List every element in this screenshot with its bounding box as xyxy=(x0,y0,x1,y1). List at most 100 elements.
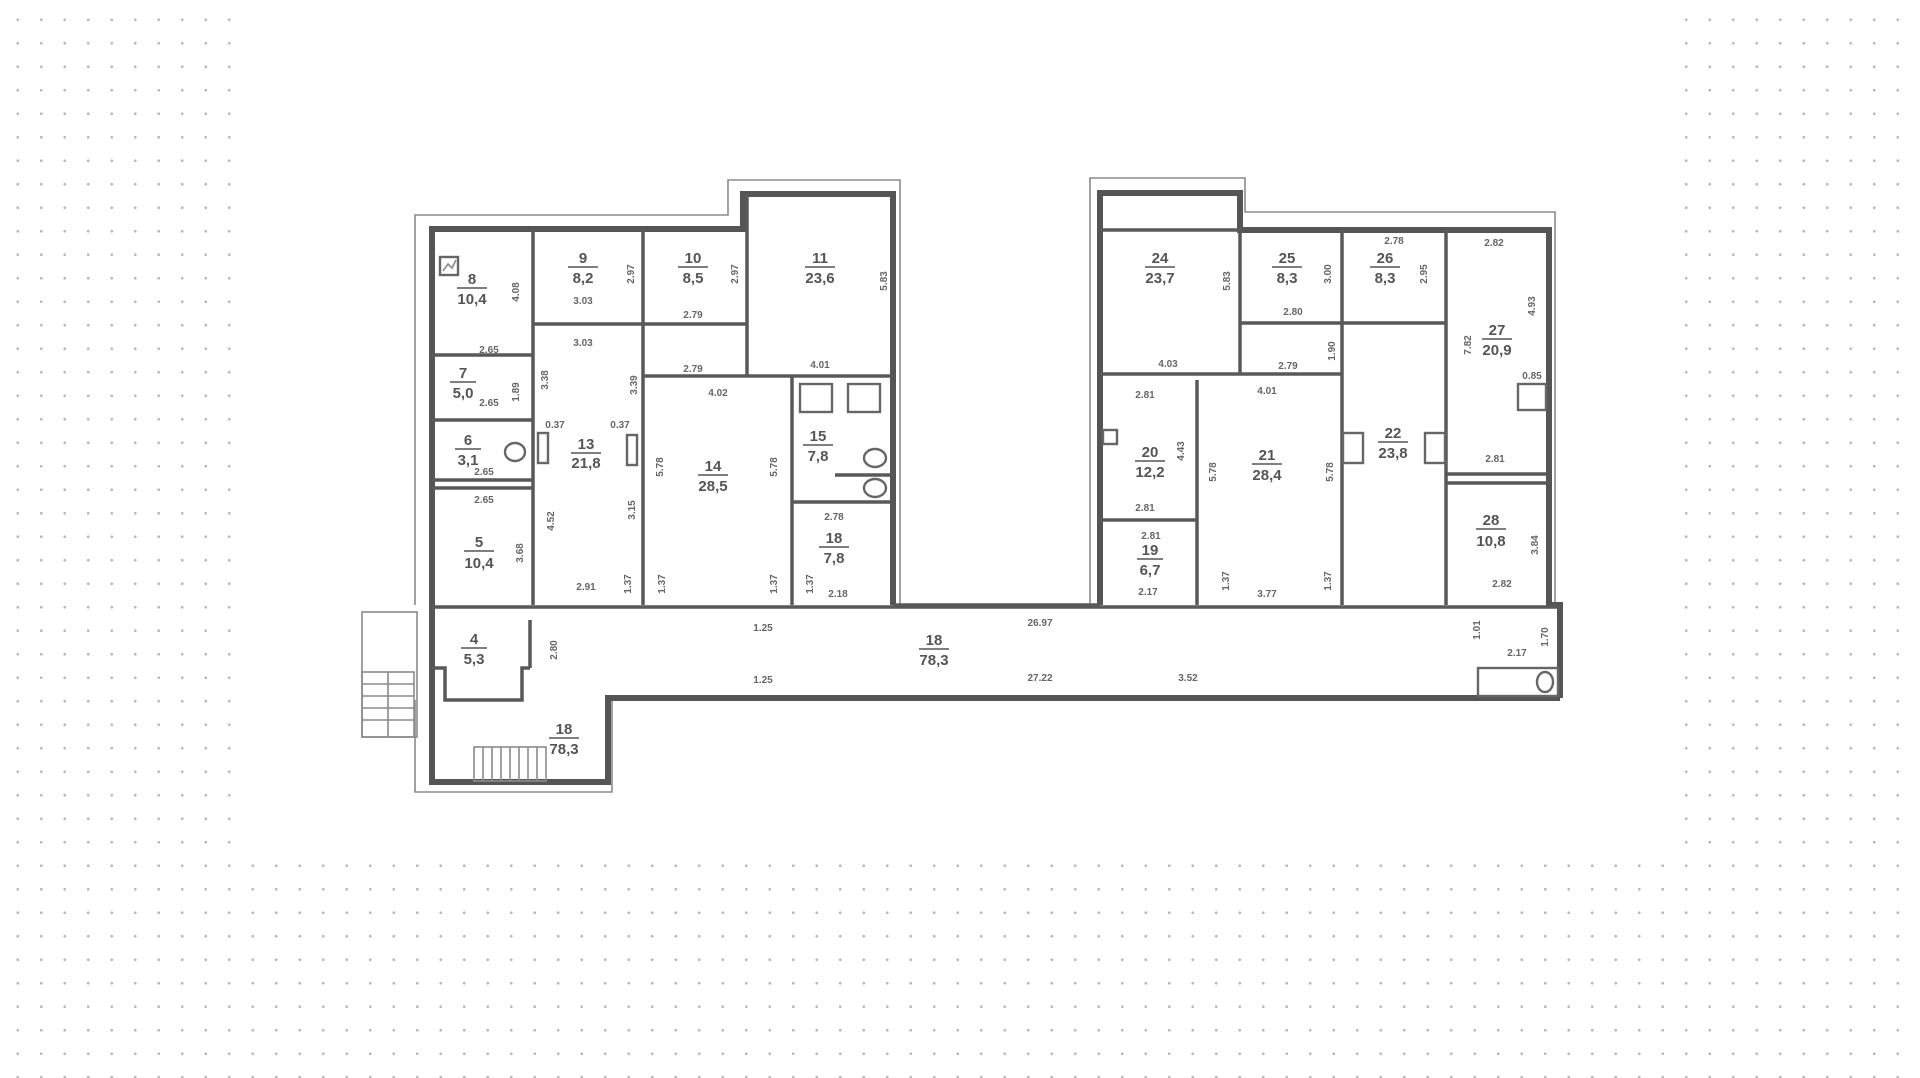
svg-text:20: 20 xyxy=(1142,444,1159,461)
svg-text:21,8: 21,8 xyxy=(571,455,600,472)
svg-text:28: 28 xyxy=(1483,512,1500,529)
dimension-label: 2.79 xyxy=(1278,361,1298,372)
shower-cabin xyxy=(798,382,834,414)
svg-text:4: 4 xyxy=(470,631,479,648)
room-22-label: 22 23,8 xyxy=(1378,425,1408,462)
interior-walls-right xyxy=(1100,228,1560,698)
dimension-label: 4.93 xyxy=(1527,296,1538,316)
dimension-label: 2.79 xyxy=(683,310,703,321)
dimension-labels-vertical: 4.08 2.97 2.97 5.83 3.38 1.89 3.39 5.78 … xyxy=(511,264,1551,660)
dimension-label: 3.52 xyxy=(1178,673,1198,684)
column xyxy=(1341,431,1365,465)
dimension-label: 2.81 xyxy=(1135,503,1155,514)
svg-text:5,3: 5,3 xyxy=(464,651,485,668)
dimension-label: 4.03 xyxy=(1158,359,1178,370)
dimension-label: 2.65 xyxy=(474,495,494,506)
svg-text:28,5: 28,5 xyxy=(698,478,727,495)
toilet-icon xyxy=(862,447,888,469)
room-19-label: 196,7 xyxy=(1137,542,1163,579)
dimension-label: 0.37 xyxy=(610,420,630,431)
svg-text:12,2: 12,2 xyxy=(1135,464,1164,481)
dimension-label: 5.83 xyxy=(1222,271,1233,291)
dimension-label: 1.89 xyxy=(511,382,522,402)
svg-text:24: 24 xyxy=(1152,250,1169,267)
dimension-label: 2.81 xyxy=(1485,454,1505,465)
plan-background xyxy=(232,0,1684,858)
dimension-label: 1.37 xyxy=(623,574,634,594)
dimension-label: 2.78 xyxy=(824,512,844,523)
dimension-labels-horizontal: 3.03 3.03 2.79 2.79 4.01 4.02 2.65 2.65 … xyxy=(474,236,1542,686)
svg-text:11: 11 xyxy=(812,250,828,267)
room-15-label: 157,8 xyxy=(803,428,833,465)
svg-text:8,2: 8,2 xyxy=(573,270,594,287)
dimension-label: 4.01 xyxy=(810,360,830,371)
svg-text:27: 27 xyxy=(1489,322,1506,339)
dimension-label: 2.65 xyxy=(479,398,499,409)
svg-text:8,3: 8,3 xyxy=(1375,270,1396,287)
room-27-label: 27 20,9 xyxy=(1482,322,1512,359)
svg-text:18: 18 xyxy=(556,721,573,738)
dimension-label: 2.17 xyxy=(1138,587,1158,598)
dimension-label: 2.82 xyxy=(1492,579,1512,590)
svg-text:19: 19 xyxy=(1142,542,1159,559)
svg-text:18: 18 xyxy=(926,632,943,649)
svg-text:10: 10 xyxy=(685,250,702,267)
dimension-label: 2.81 xyxy=(1141,531,1161,542)
dimension-label: 3.38 xyxy=(540,370,551,390)
svg-text:3,1: 3,1 xyxy=(458,452,479,469)
dimension-label: 5.78 xyxy=(769,457,780,477)
room-26-label: 268,3 xyxy=(1370,250,1400,287)
svg-text:20,9: 20,9 xyxy=(1482,342,1511,359)
dimension-label: 2.17 xyxy=(1507,648,1527,659)
dimension-label: 2.79 xyxy=(683,364,703,375)
svg-text:23,8: 23,8 xyxy=(1378,445,1407,462)
dimension-label: 5.83 xyxy=(879,271,890,291)
svg-text:6,7: 6,7 xyxy=(1140,562,1161,579)
svg-text:25: 25 xyxy=(1279,250,1296,267)
dimension-label: 2.91 xyxy=(576,582,596,593)
dimension-label: 5.78 xyxy=(655,457,666,477)
dimension-label: 3.03 xyxy=(573,338,593,349)
toilet-icon xyxy=(1535,670,1555,694)
dimension-label: 3.00 xyxy=(1323,264,1334,284)
dimension-label: 1.37 xyxy=(805,574,816,594)
dimension-label: 2.80 xyxy=(549,640,560,660)
room-6-label: 63,1 xyxy=(455,432,481,469)
interior-walls-left xyxy=(432,194,893,605)
dimension-label: 1.37 xyxy=(1221,571,1232,591)
stair-hall-label: 18 78,3 xyxy=(549,721,579,758)
svg-text:10,4: 10,4 xyxy=(464,555,494,572)
dimension-label: 2.18 xyxy=(828,589,848,600)
dimension-label: 4.43 xyxy=(1176,441,1187,461)
dimension-label: 4.08 xyxy=(511,282,522,302)
room-9-label: 98,2 xyxy=(568,250,598,287)
svg-text:23,7: 23,7 xyxy=(1145,270,1174,287)
svg-text:10,4: 10,4 xyxy=(457,291,487,308)
dimension-label: 2.81 xyxy=(1135,390,1155,401)
dimension-label: 5.78 xyxy=(1208,462,1219,482)
room-10-label: 108,5 xyxy=(678,250,708,287)
room-5-label: 510,4 xyxy=(464,534,494,572)
dimension-label: 26.97 xyxy=(1027,618,1052,629)
dimension-label: 0.37 xyxy=(545,420,565,431)
dimension-label: 1.90 xyxy=(1327,341,1338,361)
svg-text:15: 15 xyxy=(810,428,827,445)
dimension-label: 1.37 xyxy=(769,574,780,594)
room-20-label: 20 12,2 xyxy=(1135,444,1165,481)
column xyxy=(1423,431,1447,465)
svg-text:6: 6 xyxy=(464,432,472,449)
svg-text:22: 22 xyxy=(1385,425,1402,442)
column xyxy=(536,431,550,465)
svg-text:5,0: 5,0 xyxy=(453,385,474,402)
svg-text:7,8: 7,8 xyxy=(824,550,845,567)
svg-text:8: 8 xyxy=(468,271,476,288)
dimension-label: 2.80 xyxy=(1283,307,1303,318)
dimension-label: 1.70 xyxy=(1540,627,1551,647)
svg-text:78,3: 78,3 xyxy=(549,741,578,758)
